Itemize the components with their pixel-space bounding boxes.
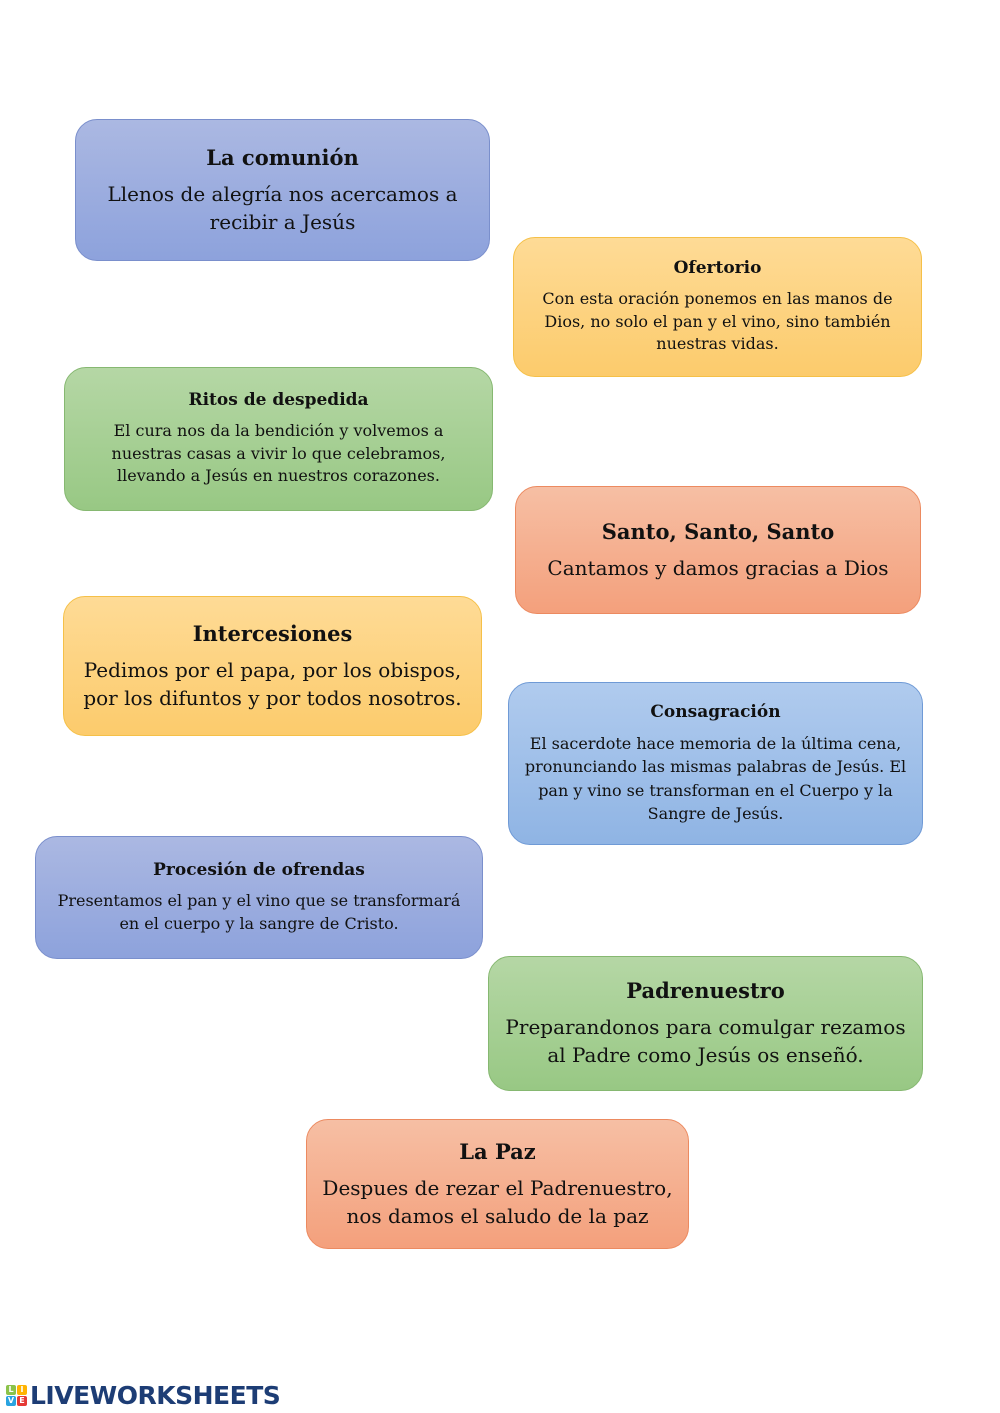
card-body: Despues de rezar el Padrenuestro, nos da…	[322, 1175, 673, 1228]
card-title: La comunión	[206, 144, 359, 170]
card-body: El cura nos da la bendición y volvemos a…	[111, 421, 446, 486]
card-title: Ofertorio	[673, 258, 762, 279]
logo-text: LIVEWORKSHEETS	[30, 1381, 281, 1410]
card-santo[interactable]: Santo, Santo, Santo Cantamos y damos gra…	[515, 486, 921, 614]
card-title: La Paz	[459, 1138, 536, 1164]
card-title: Consagración	[650, 702, 781, 723]
card-intercesiones[interactable]: Intercesiones Pedimos por el papa, por l…	[63, 596, 482, 736]
logo-icon: L I V E	[6, 1385, 27, 1406]
card-procesion-de-ofrendas[interactable]: Procesión de ofrendas Presentamos el pan…	[35, 836, 483, 959]
card-consagracion[interactable]: Consagración El sacerdote hace memoria d…	[508, 682, 923, 845]
card-ofertorio[interactable]: Ofertorio Con esta oración ponemos en la…	[513, 237, 922, 377]
card-body: Preparandonos para comulgar rezamos al P…	[505, 1015, 906, 1067]
card-title: Padrenuestro	[626, 978, 785, 1003]
card-la-paz[interactable]: La Paz Despues de rezar el Padrenuestro,…	[306, 1119, 689, 1249]
card-ritos-de-despedida[interactable]: Ritos de despedida El cura nos da la ben…	[64, 367, 493, 511]
card-body: El sacerdote hace memoria de la última c…	[524, 734, 907, 823]
liveworksheets-logo: L I V E LIVEWORKSHEETS	[6, 1381, 281, 1410]
card-body: Llenos de alegría nos acercamos a recibi…	[107, 181, 458, 234]
card-body: Presentamos el pan y el vino que se tran…	[57, 891, 461, 933]
card-body: Con esta oración ponemos en las manos de…	[542, 289, 893, 354]
card-title: Procesión de ofrendas	[153, 860, 365, 881]
card-la-comunion[interactable]: La comunión Llenos de alegría nos acerca…	[75, 119, 490, 261]
card-title: Intercesiones	[192, 620, 353, 646]
card-body: Cantamos y damos gracias a Dios	[547, 555, 889, 580]
card-padrenuestro[interactable]: Padrenuestro Preparandonos para comulgar…	[488, 956, 923, 1091]
card-title: Ritos de despedida	[188, 390, 369, 411]
card-body: Pedimos por el papa, por los obispos, po…	[83, 657, 462, 710]
card-title: Santo, Santo, Santo	[601, 518, 835, 544]
